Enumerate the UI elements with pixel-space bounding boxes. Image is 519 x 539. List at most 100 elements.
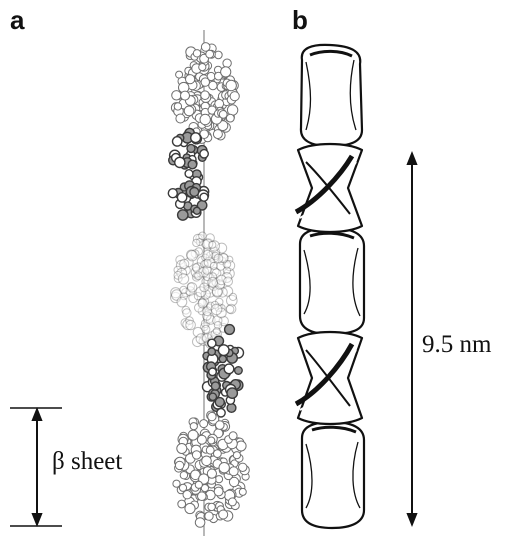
length-label: 9.5 nm xyxy=(422,332,491,357)
atom-sphere xyxy=(229,293,236,300)
atom-sphere xyxy=(202,456,212,466)
atom-sphere xyxy=(178,210,188,220)
atom-sphere xyxy=(178,500,186,508)
atom-sphere xyxy=(177,193,186,202)
atom-sphere xyxy=(215,398,224,407)
atom-sphere xyxy=(175,157,185,167)
atom-sphere xyxy=(228,498,236,506)
atom-sphere xyxy=(226,80,236,90)
atom-sphere xyxy=(229,432,237,440)
atom-sphere xyxy=(216,421,225,430)
atom-sphere xyxy=(188,160,197,169)
atom-sphere xyxy=(200,150,208,158)
atom-sphere xyxy=(173,480,180,487)
atom-sphere xyxy=(200,420,208,428)
ribbon-model-panel-b xyxy=(296,45,364,528)
atom-sphere xyxy=(198,492,207,501)
atom-sphere xyxy=(173,137,182,146)
atom-sphere xyxy=(200,283,209,292)
atom-sphere xyxy=(215,476,222,483)
atom-sphere xyxy=(218,345,229,356)
atom-sphere xyxy=(233,452,240,459)
atom-sphere xyxy=(203,250,213,260)
atom-sphere xyxy=(201,91,210,100)
atom-sphere xyxy=(181,91,190,100)
atom-sphere xyxy=(214,487,223,496)
atom-sphere xyxy=(180,472,187,479)
atom-sphere xyxy=(168,189,177,198)
atom-sphere xyxy=(214,254,223,263)
atom-sphere xyxy=(201,78,209,86)
atom-sphere xyxy=(186,320,196,330)
atom-sphere xyxy=(178,274,188,284)
atom-sphere xyxy=(206,50,214,58)
atom-sphere xyxy=(226,305,234,313)
atom-sphere xyxy=(206,446,214,454)
atom-cluster-group xyxy=(168,43,249,528)
atom-sphere xyxy=(219,463,229,473)
atom-sphere xyxy=(183,491,191,499)
atom-sphere xyxy=(195,272,203,280)
atom-sphere xyxy=(209,241,216,248)
atom-sphere xyxy=(208,277,218,287)
atom-sphere xyxy=(208,339,216,347)
atom-sphere xyxy=(174,103,181,110)
atom-sphere xyxy=(214,450,222,458)
atom-sphere xyxy=(176,114,185,123)
atom-sphere xyxy=(183,309,191,317)
atom-sphere xyxy=(176,71,183,78)
atom-sphere xyxy=(208,437,215,444)
atom-sphere xyxy=(193,50,200,57)
atom-sphere xyxy=(208,503,215,510)
atom-sphere xyxy=(210,262,217,269)
atom-sphere xyxy=(190,423,197,430)
panel-b-label: b xyxy=(292,7,308,33)
atom-sphere xyxy=(209,368,217,376)
atom-sphere xyxy=(185,170,193,178)
atom-sphere xyxy=(198,299,207,308)
atom-sphere xyxy=(235,367,243,375)
atom-sphere xyxy=(230,92,239,101)
atom-sphere xyxy=(199,232,207,240)
atom-sphere xyxy=(192,451,200,459)
atom-sphere xyxy=(229,467,238,476)
atom-sphere xyxy=(239,488,246,495)
atom-sphere xyxy=(211,304,222,315)
atom-sphere xyxy=(227,388,237,398)
atom-sphere xyxy=(192,264,199,271)
atom-sphere xyxy=(213,130,222,139)
atom-sphere xyxy=(180,259,189,268)
atom-sphere xyxy=(180,286,187,293)
atom-sphere xyxy=(187,144,195,152)
beta-sheet-label: β sheet xyxy=(52,449,122,474)
atom-sphere xyxy=(207,469,216,478)
atom-sphere xyxy=(193,207,200,214)
atom-sphere xyxy=(199,64,206,71)
atom-sphere xyxy=(200,193,208,201)
atom-sphere xyxy=(186,75,195,84)
ribbon-twist-1 xyxy=(296,144,362,232)
atom-sphere xyxy=(221,67,231,77)
atom-sphere xyxy=(239,463,247,471)
atom-sphere xyxy=(190,188,199,197)
atom-sphere xyxy=(195,481,202,488)
atom-sphere xyxy=(200,114,210,124)
atom-sphere xyxy=(185,503,195,513)
atom-sphere xyxy=(211,382,219,390)
atom-sphere xyxy=(187,251,197,261)
atom-sphere xyxy=(193,239,200,246)
atom-sphere xyxy=(208,348,215,355)
atom-sphere xyxy=(191,133,201,143)
atom-sphere xyxy=(223,59,231,67)
atom-sphere xyxy=(227,105,237,115)
atom-sphere xyxy=(172,91,181,100)
atom-sphere xyxy=(195,518,205,528)
atom-sphere xyxy=(213,328,220,335)
panel-a-label: a xyxy=(10,7,24,33)
atomic-model-panel-a xyxy=(168,30,249,536)
atom-sphere xyxy=(177,297,187,307)
atom-sphere xyxy=(205,512,213,520)
atom-sphere xyxy=(177,444,187,454)
atom-sphere xyxy=(219,111,227,119)
